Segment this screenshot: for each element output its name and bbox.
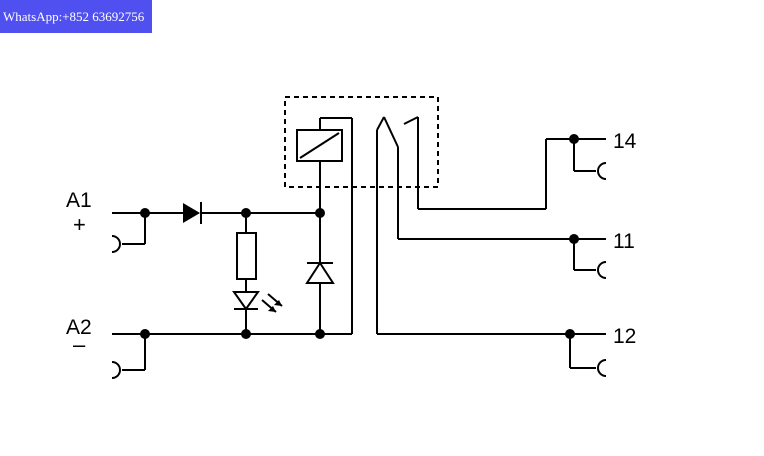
light-emission-icon <box>261 293 283 313</box>
junction-dots <box>140 134 579 339</box>
terminal-14-label: 14 <box>613 130 637 153</box>
terminal-a1-polarity: + <box>73 212 86 237</box>
terminal-12-label: 12 <box>613 325 636 348</box>
terminal-11-label: 11 <box>613 230 635 253</box>
a2-clamp-icon <box>111 334 146 379</box>
terminal-a2-label: A2 <box>66 316 92 339</box>
relay-coil-icon <box>296 117 353 334</box>
freewheel-diode-branch <box>305 213 335 334</box>
a1-clamp-icon <box>111 213 146 253</box>
resistor-led-branch <box>232 213 283 334</box>
changeover-contact-icon <box>376 116 419 334</box>
whatsapp-watermark: WhatsApp:+852 63692756 <box>0 0 152 33</box>
terminal-a2-polarity: – <box>73 332 86 357</box>
output-14-line <box>418 138 607 210</box>
terminal-a1-label: A1 <box>66 189 92 212</box>
output-11-line <box>398 238 607 279</box>
relay-enclosure <box>284 96 439 188</box>
led-icon <box>232 291 260 311</box>
freewheel-diode-icon <box>305 261 335 284</box>
output-12-line <box>377 333 607 377</box>
resistor-icon <box>236 232 257 280</box>
